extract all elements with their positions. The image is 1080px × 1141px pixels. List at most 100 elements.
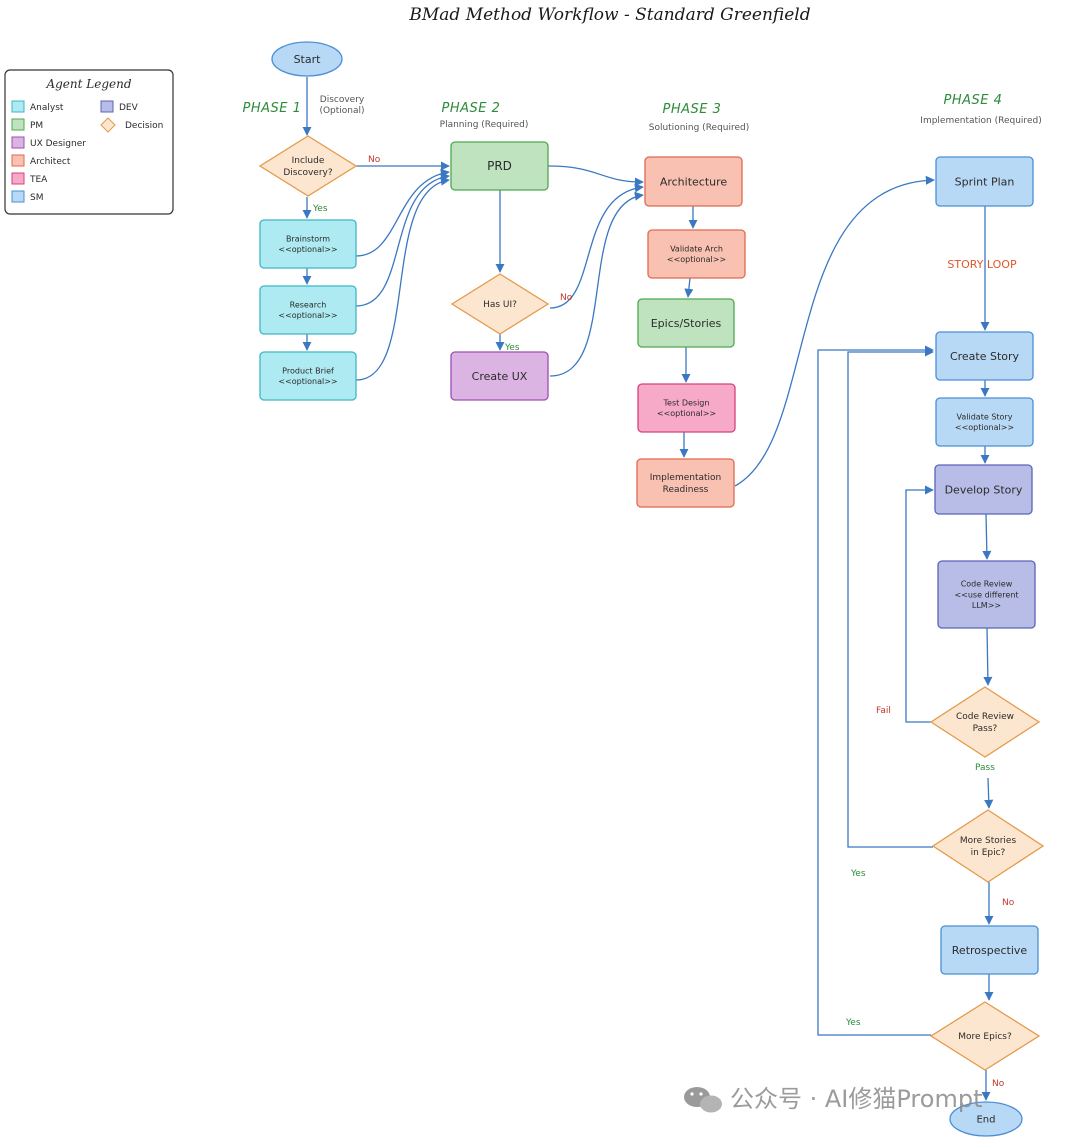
node-shape-brainstorm <box>259 219 357 269</box>
node-label-create: Create Story <box>950 350 1020 363</box>
edge-morestories-create <box>847 347 934 848</box>
legend-label: SM <box>30 193 43 203</box>
node-shape-research <box>259 285 357 335</box>
legend-label: Analyst <box>30 103 64 113</box>
label-yes-ui: Yes <box>504 343 520 353</box>
node-end: End <box>949 1101 1023 1137</box>
label-no-ui: No <box>560 293 573 303</box>
node-sprint: Sprint Plan <box>935 156 1034 207</box>
node-label-epics: Epics/Stories <box>651 317 722 330</box>
node-shape-retro <box>940 925 1039 975</box>
node-label-ux: Create UX <box>472 370 528 383</box>
node-retro: Retrospective <box>940 925 1039 975</box>
legend-item-architect: Architect <box>11 154 71 167</box>
phase-title: PHASE 1 <box>243 101 302 116</box>
legend-label: Architect <box>30 157 71 167</box>
node-label-moreepics: More Epics? <box>958 1032 1012 1042</box>
node-label-vstory: Validate Story <box>957 412 1013 421</box>
edges <box>302 77 994 1101</box>
legend-item-tea: TEA <box>11 172 48 185</box>
node-label-start: Start <box>294 53 322 66</box>
node-ux: Create UX <box>450 351 549 401</box>
node-shape-prd <box>450 141 549 191</box>
node-hasui: Has UI? <box>450 273 550 335</box>
node-label-ready: Implementation <box>650 473 721 483</box>
node-shape-vstory <box>935 397 1034 447</box>
edge-ux-arch <box>549 191 644 377</box>
edge-research-prd <box>355 172 450 307</box>
legend-item-dev: DEV <box>100 100 139 113</box>
legend-item-analyst: Analyst <box>11 100 64 113</box>
node-moreepics: More Epics? <box>929 1001 1041 1071</box>
legend-item-decision: Decision <box>100 117 163 133</box>
node-label-include: Discovery? <box>283 168 332 178</box>
legend-label: Decision <box>125 121 163 131</box>
phase-title: PHASE 2 <box>442 101 501 116</box>
node-shape-sprint <box>935 156 1034 207</box>
node-shape-end <box>949 1101 1023 1137</box>
node-brainstorm: Brainstorm<<optional>> <box>259 219 357 269</box>
diagram-title: BMad Method Workflow - Standard Greenfie… <box>408 5 810 25</box>
edge-varch-epics <box>684 277 694 298</box>
node-epics: Epics/Stories <box>637 298 735 348</box>
edge-crpass-develop <box>905 485 934 723</box>
legend-title: Agent Legend <box>45 77 131 91</box>
node-label-develop: Develop Story <box>945 483 1023 496</box>
legend-swatch <box>100 100 114 113</box>
node-shape-develop <box>934 464 1033 515</box>
node-label-vstory: <<optional>> <box>955 423 1014 432</box>
node-prd: PRD <box>450 141 549 191</box>
edge-develop-review <box>982 513 992 560</box>
node-varch: Validate Arch<<optional>> <box>647 229 746 279</box>
legend-swatch <box>100 117 116 133</box>
watermark-text: 公众号 · AI修猫Prompt <box>730 1085 982 1113</box>
node-label-sprint: Sprint Plan <box>955 175 1015 188</box>
label-story-loop: STORY LOOP <box>947 258 1017 271</box>
legend-swatch <box>11 118 25 131</box>
phase-subtitle: (Optional) <box>319 106 364 116</box>
node-label-test: <<optional>> <box>657 409 716 418</box>
phase-subtitle: Solutioning (Required) <box>649 123 750 133</box>
node-label-prd: PRD <box>487 159 512 173</box>
node-shape-test <box>637 383 736 433</box>
node-label-brainstorm: <<optional>> <box>278 245 337 254</box>
node-label-crpass: Code Review <box>956 712 1014 722</box>
node-label-morestories: More Stories <box>960 836 1017 846</box>
node-shape-epics <box>637 298 735 348</box>
node-shape-varch <box>647 229 746 279</box>
edge-moreepics-create <box>817 345 934 1036</box>
node-shape-crpass <box>929 686 1041 758</box>
legend-swatch <box>11 136 25 149</box>
node-shape-create <box>935 331 1034 381</box>
node-shape-morestories <box>931 809 1045 883</box>
legend-swatch <box>11 154 25 167</box>
label-yes-stories: Yes <box>850 869 866 879</box>
node-label-brief: Product Brief <box>282 366 334 375</box>
node-shape-ready <box>636 458 735 508</box>
node-label-review: Code Review <box>961 580 1013 589</box>
edge-prd-arch <box>547 165 644 187</box>
node-label-review: LLM>> <box>972 601 1001 610</box>
node-research: Research<<optional>> <box>259 285 357 335</box>
node-label-morestories: in Epic? <box>971 848 1006 858</box>
node-label-hasui: Has UI? <box>483 300 517 310</box>
legend-item-sm: SM <box>11 190 43 203</box>
node-label-research: <<optional>> <box>278 311 337 320</box>
node-create: Create Story <box>935 331 1034 381</box>
node-label-test: Test Design <box>663 398 710 407</box>
label-no-stories: No <box>1002 898 1015 908</box>
legend-label: TEA <box>29 175 48 185</box>
node-morestories: More Stories in Epic? <box>931 809 1045 883</box>
watermark: 公众号 · AI修猫Prompt <box>684 1085 982 1113</box>
legend-label: DEV <box>119 103 139 113</box>
node-label-review: <<use different <box>954 590 1018 599</box>
wechat-icon <box>684 1087 722 1113</box>
legend-swatch <box>11 172 25 185</box>
